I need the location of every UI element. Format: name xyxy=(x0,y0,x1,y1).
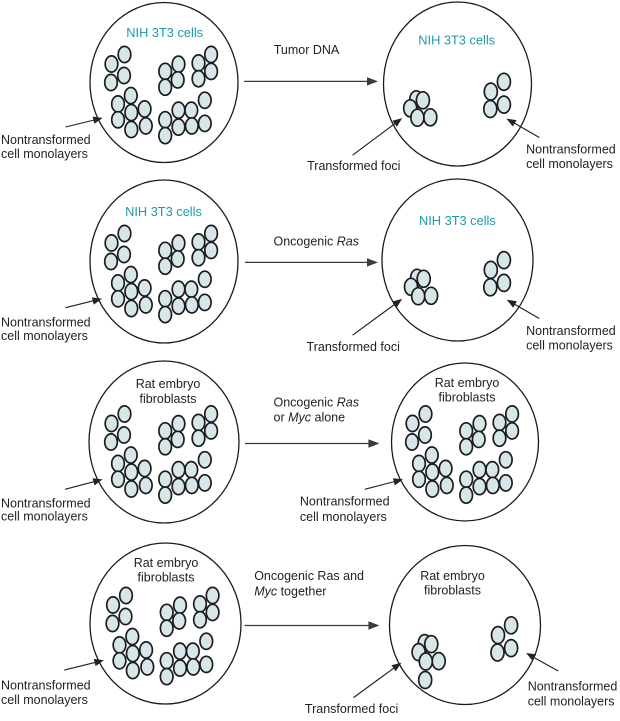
svg-text:NIH 3T3 cells: NIH 3T3 cells xyxy=(125,204,202,219)
svg-text:Nontransformed: Nontransformed xyxy=(528,679,618,693)
svg-text:fibroblasts: fibroblasts xyxy=(138,571,195,585)
svg-text:cell monolayers: cell monolayers xyxy=(1,510,88,524)
svg-text:Transformed foci: Transformed foci xyxy=(307,159,400,173)
svg-text:cell monolayers: cell monolayers xyxy=(1,693,88,707)
svg-text:fibroblasts: fibroblasts xyxy=(439,391,496,405)
svg-text:NIH 3T3 cells: NIH 3T3 cells xyxy=(418,33,495,48)
svg-text:Oncogenic Ras and: Oncogenic Ras and xyxy=(254,569,364,583)
svg-text:cell monolayers: cell monolayers xyxy=(1,147,88,161)
svg-text:Nontransformed: Nontransformed xyxy=(1,315,91,329)
svg-text:Nontransformed: Nontransformed xyxy=(1,133,91,147)
svg-text:Oncogenic Ras: Oncogenic Ras xyxy=(274,234,359,248)
svg-text:fibroblasts: fibroblasts xyxy=(424,584,481,598)
svg-text:Oncogenic Ras: Oncogenic Ras xyxy=(274,396,359,410)
svg-text:cell monolayers: cell monolayers xyxy=(300,510,387,524)
svg-text:Transformed foci: Transformed foci xyxy=(307,340,400,354)
svg-text:Nontransformed: Nontransformed xyxy=(1,496,91,510)
svg-text:Nontransformed: Nontransformed xyxy=(526,142,616,156)
svg-text:Transformed foci: Transformed foci xyxy=(305,702,398,716)
svg-text:Nontransformed: Nontransformed xyxy=(1,678,91,692)
svg-text:Rat embryo: Rat embryo xyxy=(435,376,500,390)
svg-text:fibroblasts: fibroblasts xyxy=(140,392,197,406)
svg-text:Rat embryo: Rat embryo xyxy=(136,377,201,391)
svg-text:Nontransformed: Nontransformed xyxy=(300,495,390,509)
svg-text:cell monolayers: cell monolayers xyxy=(526,157,613,171)
svg-text:NIH 3T3 cells: NIH 3T3 cells xyxy=(419,213,496,228)
svg-text:NIH 3T3 cells: NIH 3T3 cells xyxy=(126,25,203,40)
svg-text:Tumor DNA: Tumor DNA xyxy=(274,43,340,57)
svg-text:cell monolayers: cell monolayers xyxy=(1,329,88,343)
svg-text:Nontransformed: Nontransformed xyxy=(526,324,616,338)
svg-text:Rat embryo: Rat embryo xyxy=(134,556,199,570)
svg-text:cell monolayers: cell monolayers xyxy=(528,695,615,709)
svg-text:Rat embryo: Rat embryo xyxy=(420,569,485,583)
svg-text:cell monolayers: cell monolayers xyxy=(526,338,613,352)
svg-text:Myc together: Myc together xyxy=(254,584,326,598)
svg-text:or Myc alone: or Myc alone xyxy=(274,411,346,425)
